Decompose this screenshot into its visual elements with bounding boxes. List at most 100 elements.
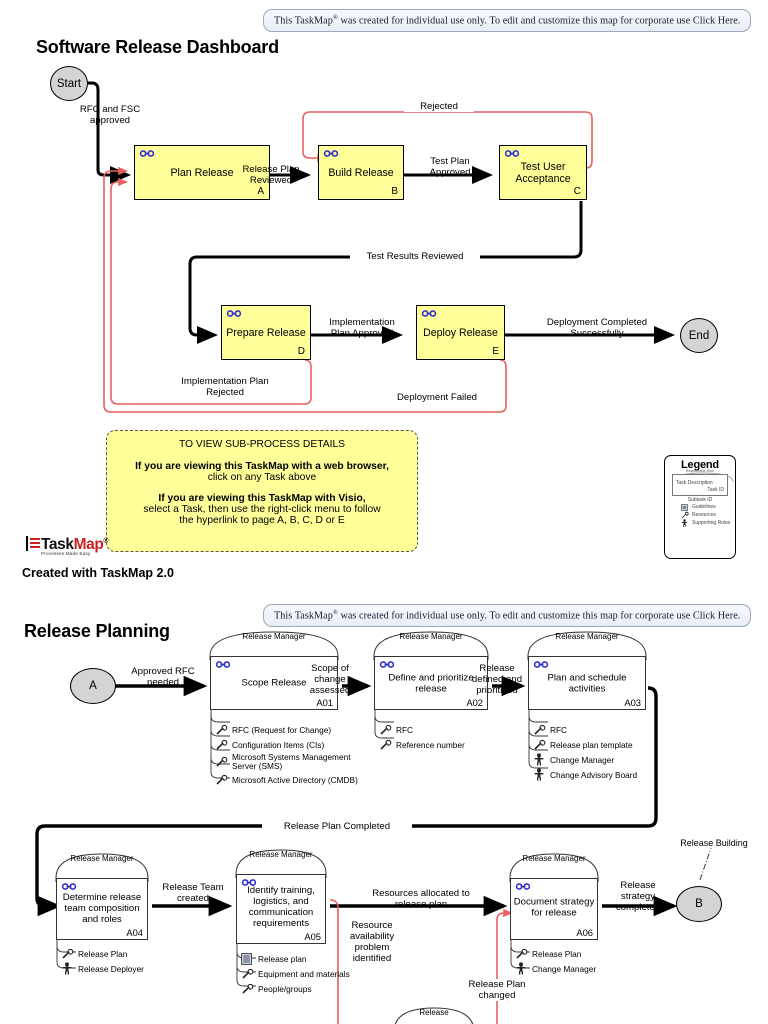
end-label: End (688, 329, 710, 342)
connector-b-label: B (695, 898, 703, 910)
list-item[interactable]: Release Plan (61, 946, 144, 961)
subtask-label: Release plan template (550, 739, 633, 750)
task-name: Plan and schedule activities (547, 672, 627, 695)
list-item[interactable]: Release Deployer (61, 961, 144, 976)
callout-browser-text: click on any Task above (207, 472, 317, 483)
task-id: A01 (316, 697, 333, 708)
subtask-list-a01: RFC (Request for Change) Configuration I… (215, 722, 358, 787)
legend-task-box: Task Description Task ID (672, 474, 728, 497)
task-plan-schedule-activities[interactable]: Release Manager Plan and schedule activi… (524, 630, 650, 710)
responsible-role: Release Manager (70, 854, 134, 863)
callout-visio-text-b: the hyperlink to page A, B, C, D or E (179, 515, 345, 526)
task-body: Determine release team composition and r… (56, 878, 148, 940)
list-item[interactable]: Configuration Items (CIs) (215, 737, 358, 752)
resources-icon (379, 739, 393, 751)
task-label: Deploy Release (423, 326, 498, 339)
resources-icon (533, 739, 547, 751)
list-item[interactable]: Change Manager (533, 752, 637, 767)
responsible-role: Release (419, 1008, 449, 1017)
taskmap-logo-text: TaskMap® (41, 534, 109, 554)
task-body: Define and prioritize release A02 (374, 656, 488, 710)
guidelines-icon (681, 504, 690, 511)
resources-icon (515, 948, 529, 960)
resources-icon (215, 724, 229, 736)
task-prepare-release[interactable]: Prepare Release D (221, 305, 311, 360)
task-label: Build Release (328, 166, 394, 179)
legend-title: Legend (681, 459, 719, 471)
flow-label-deployment-completed: Deployment Completed Successfully (546, 317, 648, 339)
subtask-bracket (210, 710, 230, 779)
task-plan-release[interactable]: Plan Release A (134, 145, 270, 200)
list-item[interactable]: Microsoft Systems Management Server (SMS… (215, 752, 358, 772)
connector-b-caption: Release Building (680, 838, 748, 848)
resources-icon (215, 756, 229, 768)
subtask-list-a04: Release Plan Release Deployer (61, 946, 144, 976)
list-item[interactable]: Change Manager (515, 961, 596, 976)
task-name: Identify training, logistics, and commun… (247, 885, 315, 930)
subtask-list-a05: Release plan Equipment and materials Peo… (241, 951, 350, 996)
task-id: D (297, 346, 305, 357)
resources-icon (681, 511, 690, 519)
task-name: Document strategy for release (513, 896, 595, 919)
task-determine-release-team[interactable]: Release Manager Determine release team c… (52, 852, 152, 940)
responsible-role: Release Manager (399, 632, 463, 641)
link-icon (61, 883, 77, 890)
resources-icon (61, 948, 75, 960)
task-id: A03 (624, 697, 641, 708)
list-item[interactable]: RFC (533, 722, 637, 737)
guidelines-icon (241, 952, 255, 965)
flow-label-test-plan-approved: Test Plan Approved (429, 156, 471, 178)
responsible-role: Release Manager (522, 854, 586, 863)
end-terminator[interactable]: End (680, 318, 718, 353)
responsible-role: Release Manager (555, 632, 619, 641)
license-notice-banner[interactable]: This TaskMap® was created for individual… (263, 9, 752, 33)
connector-in-a[interactable]: A (70, 668, 116, 704)
link-icon (421, 310, 437, 317)
list-item[interactable]: RFC (379, 722, 465, 737)
list-item[interactable]: Release Plan (515, 946, 596, 961)
resources-icon (241, 968, 255, 980)
license-notice-banner-2[interactable]: This TaskMap® was created for individual… (263, 604, 752, 628)
task-deploy-release[interactable]: Deploy Release E (416, 305, 505, 360)
start-terminator[interactable]: Start (50, 66, 88, 101)
list-item[interactable]: Equipment and materials (241, 966, 350, 981)
created-with-footer: Created with TaskMap 2.0 (22, 566, 174, 580)
task-identify-training-logistics[interactable]: Release Manager Identify training, logis… (232, 848, 330, 944)
start-label: Start (56, 77, 82, 90)
task-id: A02 (466, 697, 483, 708)
legend-row-guidelines: Guidelines (681, 503, 731, 511)
connector-out-b[interactable]: B (676, 886, 722, 922)
flow-label-release-defined-prioritized: Release defined and prioritized (471, 663, 523, 696)
task-body: Scope Release A01 (210, 656, 338, 710)
link-icon (226, 310, 242, 317)
task-id: A04 (126, 927, 143, 938)
list-item[interactable]: Release plan template (533, 737, 637, 752)
list-item[interactable]: Change Advisory Board (533, 767, 637, 782)
logo-text-task: Task (41, 536, 74, 554)
legend-label: Guidelines (692, 504, 716, 511)
legend-label: Supporting Roles (692, 520, 731, 527)
link-icon (504, 150, 520, 157)
link-icon (323, 150, 339, 157)
task-define-prioritize-release[interactable]: Release Manager Define and prioritize re… (370, 630, 492, 710)
list-item[interactable]: Reference number (379, 737, 465, 752)
task-partial-bottom[interactable]: Release (390, 1006, 478, 1024)
supporting-roles-icon (533, 768, 547, 781)
list-item[interactable]: Microsoft Active Directory (CMDB) (215, 772, 358, 787)
task-test-user-acceptance[interactable]: Test User Acceptance C (499, 145, 587, 200)
callout-visio-text-a: select a Task, then use the right-click … (143, 504, 381, 515)
flow-label-rfc-fsc-approved: RFC and FSC approved (79, 104, 141, 126)
subtask-bracket (528, 710, 548, 769)
list-item[interactable]: RFC (Request for Change) (215, 722, 358, 737)
task-scope-release[interactable]: Release Manager Scope Release A01 (206, 630, 342, 710)
task-name: Define and prioritize release (388, 672, 474, 695)
supporting-roles-icon (533, 753, 547, 766)
list-item[interactable]: People/groups (241, 981, 350, 996)
task-document-strategy-for-release[interactable]: Release Manager Document strategy for re… (506, 852, 602, 940)
subtask-label: Equipment and materials (258, 968, 350, 979)
task-body: Identify training, logistics, and commun… (236, 874, 326, 944)
list-item[interactable]: Release plan (241, 951, 350, 966)
subtask-bracket (374, 710, 394, 739)
role-arch (55, 853, 149, 882)
task-build-release[interactable]: Build Release B (318, 145, 404, 200)
